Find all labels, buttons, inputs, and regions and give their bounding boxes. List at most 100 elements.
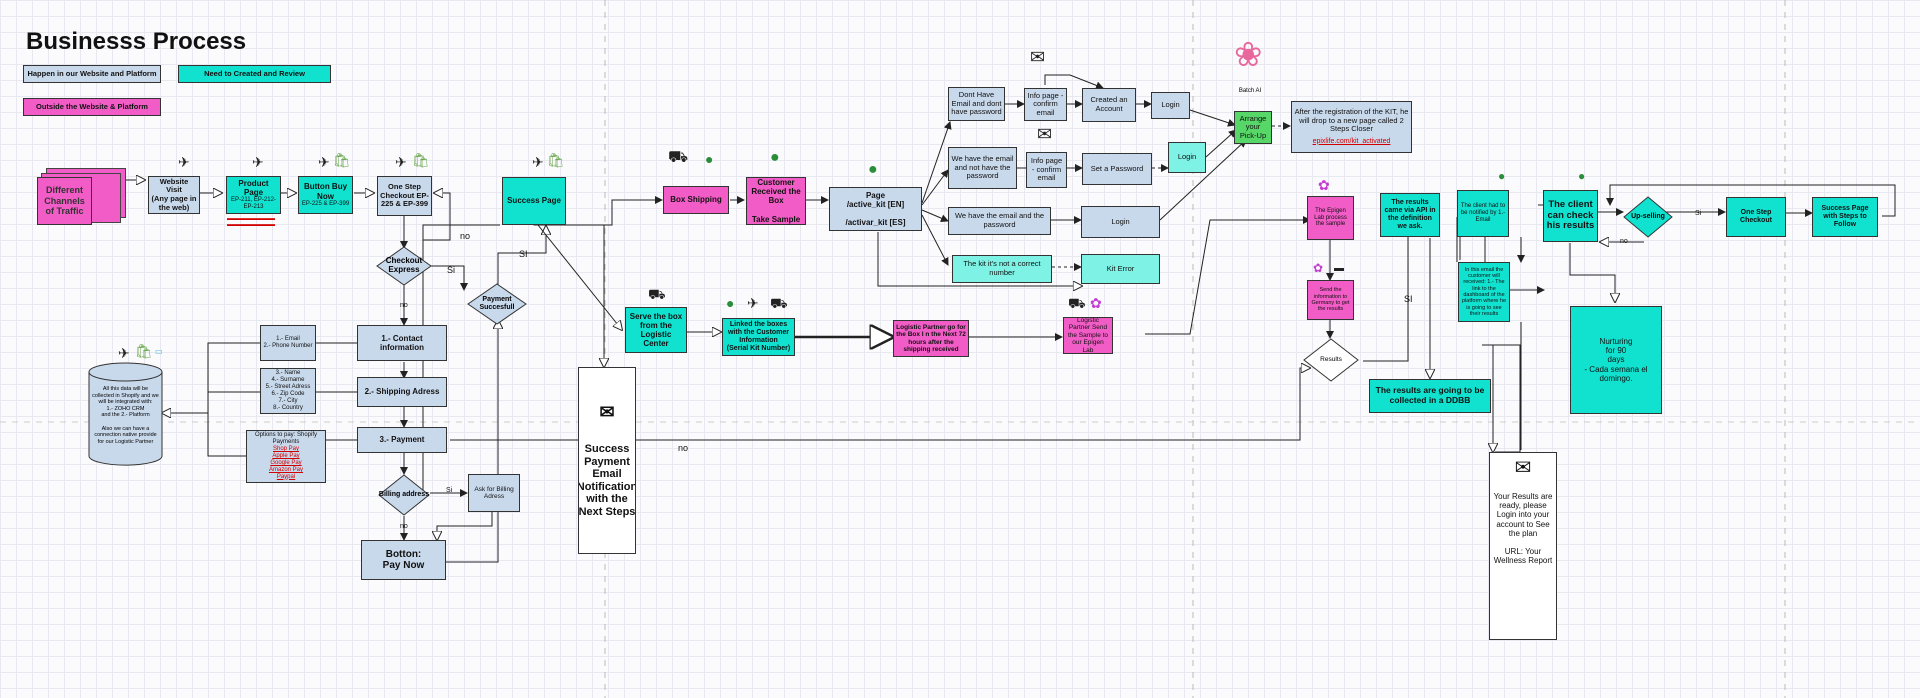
checkout-express-label: Checkout Express [385, 256, 423, 274]
payment-success-label: Payment Succesfull [479, 296, 515, 311]
after-registration-text: After the registration of the KIT, he wi… [1294, 107, 1409, 134]
person-icon: ● [726, 295, 735, 311]
set-password-node: Set a Password [1082, 153, 1152, 185]
payment-option-paypal[interactable]: Paypal [276, 473, 296, 480]
logistic-partner-2-node: Logistic Partner Send the Sample to our … [1063, 317, 1113, 354]
edge-label-no-5: no [1620, 238, 1628, 245]
envelope-icon: ✉ [1037, 124, 1053, 144]
edge-label-si-5: Si [1695, 210, 1702, 217]
database-icon: ▭ [155, 347, 163, 356]
truck-icon: ⛟ [668, 149, 689, 166]
payment-success-diamond: Payment Succesfull [467, 283, 527, 325]
edge-label-no-1: no [460, 231, 471, 241]
after-registration-link[interactable]: epixlife.com/kit_activated [1312, 137, 1391, 145]
login-1-node: Login [1151, 92, 1190, 119]
have-email-no-pw-node: We have the email and not have the passw… [948, 147, 1017, 189]
plane-icon: ✈ [747, 295, 759, 311]
one-step-checkout-2-node: One Step Checkout [1726, 197, 1786, 237]
results-ready-envelope-icon: ✉ [1514, 457, 1532, 479]
channels-node: Different Channels of Traffic [37, 177, 92, 225]
plane-icon: ✈ [318, 154, 330, 170]
results-ddbb-node: The results are going to be collected in… [1369, 379, 1491, 413]
pay-now-node: Botton: Pay Now [361, 540, 446, 580]
arrange-pickup-node: Arrange your Pick-Up [1234, 111, 1272, 144]
person-icon: ● [868, 161, 878, 178]
upselling-label: Up-selling [1631, 213, 1665, 221]
edge-label-no-3: no [400, 523, 408, 530]
flag-icon: ✿ [1318, 177, 1330, 193]
created-account-node: Created an Account [1082, 88, 1136, 122]
person-icon: ● [705, 151, 714, 167]
plane-icon: ✈ [178, 154, 190, 170]
legend-platform: Happen in our Website and Platform [23, 65, 161, 83]
flag-icon: ✿ [1313, 261, 1324, 275]
login-3-node: Login [1081, 206, 1160, 238]
contact-info-node: 1.- Contact information [357, 325, 447, 361]
legend-need: Need to Created and Review [178, 65, 331, 83]
kit-error-node: Kit Error [1081, 254, 1160, 284]
success-email-label: Success Payment Email Notification with … [578, 442, 636, 519]
results-ready-text: Your Results are ready, please Login int… [1493, 492, 1553, 566]
results-api-node: The results came via API in the definiti… [1380, 193, 1440, 237]
shopify-data-cylinder: All this data will be collected in Shopi… [88, 362, 163, 466]
nurturing-node: Nurturing for 90 days - Cada semana el d… [1570, 306, 1662, 414]
email-received-node: In this email the customer will received… [1458, 262, 1510, 322]
edge-label-no-4: no [678, 443, 689, 453]
info-page-1-node: Info page - confirm email [1024, 88, 1067, 121]
button-buy-codes: EP-225 & EP-399 [301, 200, 350, 207]
contact-fields-node: 1.- Email 2.- Phone Number [260, 325, 316, 361]
shipping-address-node: 2.- Shipping Adress [357, 377, 447, 407]
truck-icon: ⛟ [648, 286, 666, 302]
shopify-bag-icon: 🛍 [547, 152, 565, 168]
button-buy-label: Button Buy Now [303, 182, 348, 201]
product-page-red-note: ▬▬▬▬▬▬▬▬ ▬▬▬▬▬▬▬▬ [227, 216, 275, 228]
shopify-data-text: All this data will be collected in Shopi… [92, 386, 159, 445]
payment-node: 3.- Payment [357, 427, 447, 453]
success-email-envelope-icon: ✉ [599, 402, 615, 423]
truck-icon: ⛟ [770, 295, 788, 311]
after-registration-node: After the registration of the KIT, he wi… [1291, 101, 1412, 153]
ask-billing-node: Ask for Billing Adress [468, 474, 520, 512]
info-page-2-node: Info page - confirm email [1026, 152, 1067, 188]
brain-icon: ❀ [1234, 36, 1263, 74]
product-page-node: Product Page EP-211, EP-212-EP-213 [226, 176, 281, 214]
edge-label-no-2: no [400, 302, 408, 309]
checkout-express-diamond: Checkout Express [376, 246, 432, 286]
login-2-node: Login [1168, 142, 1206, 173]
epigen-lab-node: The Epigen Lab process the sample [1307, 196, 1354, 240]
billing-address-diamond: Billing address [378, 474, 430, 516]
upselling-diamond: Up-selling [1623, 196, 1673, 238]
results-diamond: Results [1303, 338, 1359, 382]
person-icon: ● [1498, 169, 1506, 183]
page-title: Businesss Process [26, 28, 247, 55]
plane-icon: ✈ [395, 154, 407, 170]
client-check-node: The client can check his results [1543, 190, 1598, 242]
plane-icon: ✈ [252, 154, 264, 170]
payment-option-amazon[interactable]: Amazon Pay [268, 466, 304, 473]
shopify-bag-icon: 🛍 [412, 152, 430, 168]
website-visit-node: Website Visit (Any page in the web) [148, 176, 200, 214]
box-shipping-node: Box Shipping [663, 186, 729, 214]
payment-option-apple[interactable]: Apple Pay [272, 453, 300, 460]
linked-boxes-node: Linked the boxes with the Customer Infor… [722, 318, 795, 356]
envelope-icon: ✉ [1030, 47, 1046, 67]
edge-label-si-4: SI [1404, 294, 1413, 304]
edge-label-si-2: SI [519, 249, 528, 259]
page-active-kit-node: Page /active_kit [EN] /activar_kit [ES] [829, 187, 922, 231]
send-germany-node: Send the information to Germany to get t… [1307, 280, 1354, 320]
payment-option-google[interactable]: Google Pay [270, 459, 302, 466]
dont-have-email-node: Dont Have Email and dont have password [948, 87, 1005, 121]
person-icon: ● [770, 149, 780, 166]
payment-option-shop[interactable]: Shop Pay [272, 446, 300, 453]
one-step-checkout-node: One Step Checkout EP-225 & EP-399 [377, 176, 432, 216]
client-notified-node: The client had to be notified by 1.- Ema… [1457, 190, 1509, 237]
product-page-label: Product Page [238, 178, 269, 198]
success-page-node: Success Page [502, 177, 566, 225]
plane-icon: ✈ [118, 345, 130, 361]
serve-box-node: Serve the box from the Logistic Center [625, 307, 687, 353]
edge-label-si-3: Si [446, 487, 453, 494]
success-page-steps-node: Success Page with Steps to Follow [1812, 197, 1878, 237]
shopify-bag-icon: 🛍 [333, 152, 351, 168]
results-ready-node: ✉ Your Results are ready, please Login i… [1489, 452, 1557, 640]
